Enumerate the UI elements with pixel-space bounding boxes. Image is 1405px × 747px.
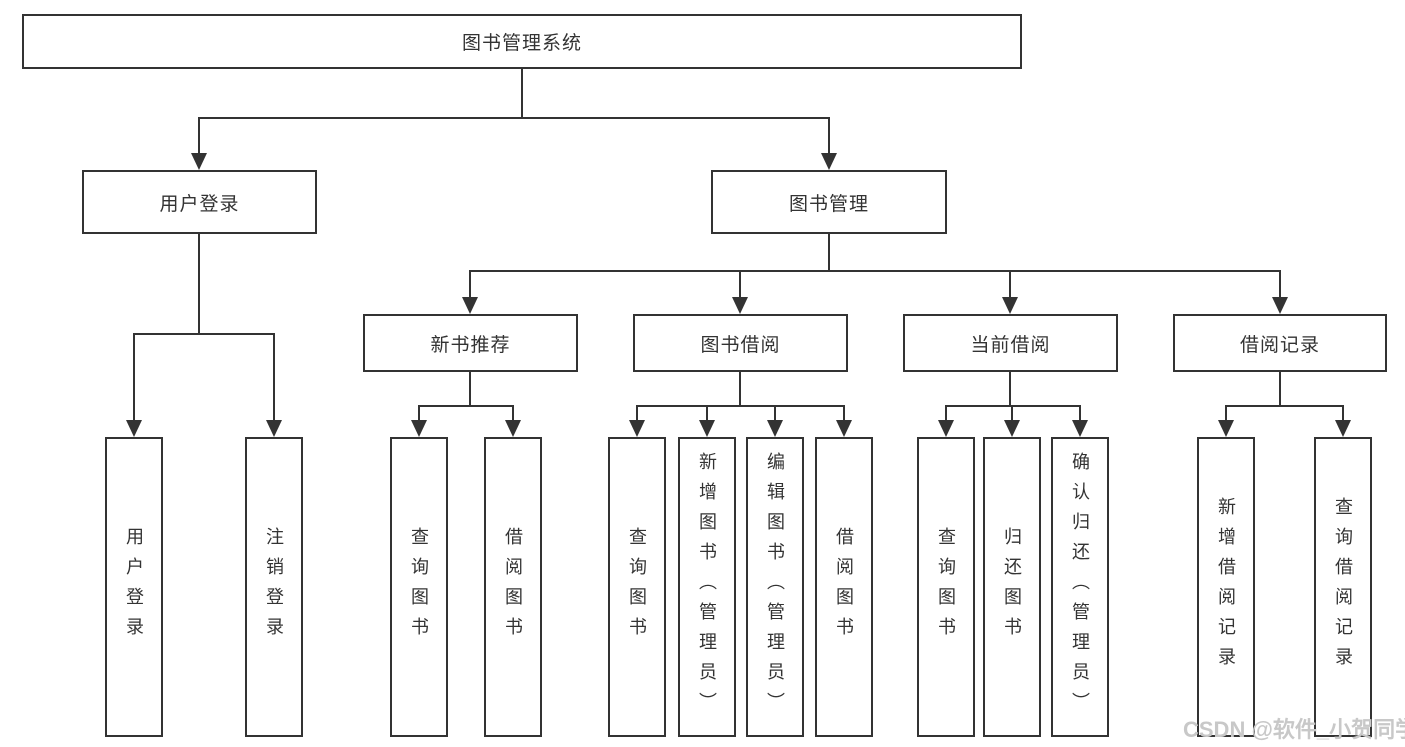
arrow-down-icon: [1072, 420, 1088, 437]
connector-line: [1225, 405, 1227, 423]
connector-line: [739, 372, 741, 405]
connector-line: [843, 405, 845, 423]
connector-line: [1279, 372, 1281, 405]
watermark: CSDN @软件_小贺同学: [1183, 717, 1405, 742]
leaf-cb-confirm-return-admin: 确认归还（管理员）: [1051, 437, 1109, 737]
node-book-borrow: 图书借阅: [633, 314, 848, 372]
arrow-down-icon: [1218, 420, 1234, 437]
leaf-nb-borrow-books: 借阅图书: [484, 437, 542, 737]
arrow-down-icon: [1002, 297, 1018, 314]
node-root: 图书管理系统: [22, 14, 1022, 69]
connector-line: [133, 333, 135, 423]
connector-line: [828, 234, 830, 272]
connector-line: [198, 117, 830, 119]
connector-line: [1225, 405, 1344, 407]
leaf-cb-return-books: 归还图书: [983, 437, 1041, 737]
connector-line: [273, 333, 275, 423]
leaf-bb-borrow-books: 借阅图书: [815, 437, 873, 737]
arrow-down-icon: [821, 153, 837, 170]
connector-line: [1009, 270, 1011, 300]
connector-line: [636, 405, 845, 407]
connector-line: [1342, 405, 1344, 423]
node-current-borrow: 当前借阅: [903, 314, 1118, 372]
connector-line: [418, 405, 514, 407]
node-book-management: 图书管理: [711, 170, 947, 234]
arrow-down-icon: [126, 420, 142, 437]
leaf-bb-query-books: 查询图书: [608, 437, 666, 737]
connector-line: [1011, 405, 1013, 423]
leaf-bb-add-book-admin: 新增图书（管理员）: [678, 437, 736, 737]
connector-line: [636, 405, 638, 423]
node-borrow-record: 借阅记录: [1173, 314, 1387, 372]
connector-line: [945, 405, 1081, 407]
leaf-user-login: 用户登录: [105, 437, 163, 737]
connector-line: [828, 117, 830, 156]
arrow-down-icon: [767, 420, 783, 437]
arrow-down-icon: [938, 420, 954, 437]
connector-line: [1279, 270, 1281, 300]
leaf-logout-login: 注销登录: [245, 437, 303, 737]
arrow-down-icon: [191, 153, 207, 170]
arrow-down-icon: [836, 420, 852, 437]
arrow-down-icon: [411, 420, 427, 437]
arrow-down-icon: [1004, 420, 1020, 437]
connector-line: [418, 405, 420, 423]
connector-line: [198, 234, 200, 333]
arrow-down-icon: [1335, 420, 1351, 437]
connector-line: [469, 270, 471, 300]
arrow-down-icon: [732, 297, 748, 314]
node-user-login: 用户登录: [82, 170, 317, 234]
arrow-down-icon: [266, 420, 282, 437]
connector-line: [521, 69, 523, 117]
arrow-down-icon: [462, 297, 478, 314]
arrow-down-icon: [699, 420, 715, 437]
connector-line: [512, 405, 514, 423]
leaf-br-query-borrow-record: 查询借阅记录: [1314, 437, 1372, 737]
node-new-book-recommend: 新书推荐: [363, 314, 578, 372]
leaf-bb-edit-book-admin: 编辑图书（管理员）: [746, 437, 804, 737]
connector-line: [774, 405, 776, 423]
arrow-down-icon: [1272, 297, 1288, 314]
connector-line: [1079, 405, 1081, 423]
connector-line: [469, 372, 471, 405]
connector-line: [945, 405, 947, 423]
leaf-cb-query-books: 查询图书: [917, 437, 975, 737]
arrow-down-icon: [505, 420, 521, 437]
connector-line: [706, 405, 708, 423]
leaf-br-add-borrow-record: 新增借阅记录: [1197, 437, 1255, 737]
connector-line: [739, 270, 741, 300]
connector-line: [198, 117, 200, 156]
arrow-down-icon: [629, 420, 645, 437]
connector-line: [469, 270, 1281, 272]
leaf-nb-query-books: 查询图书: [390, 437, 448, 737]
connector-line: [1009, 372, 1011, 405]
connector-line: [133, 333, 275, 335]
